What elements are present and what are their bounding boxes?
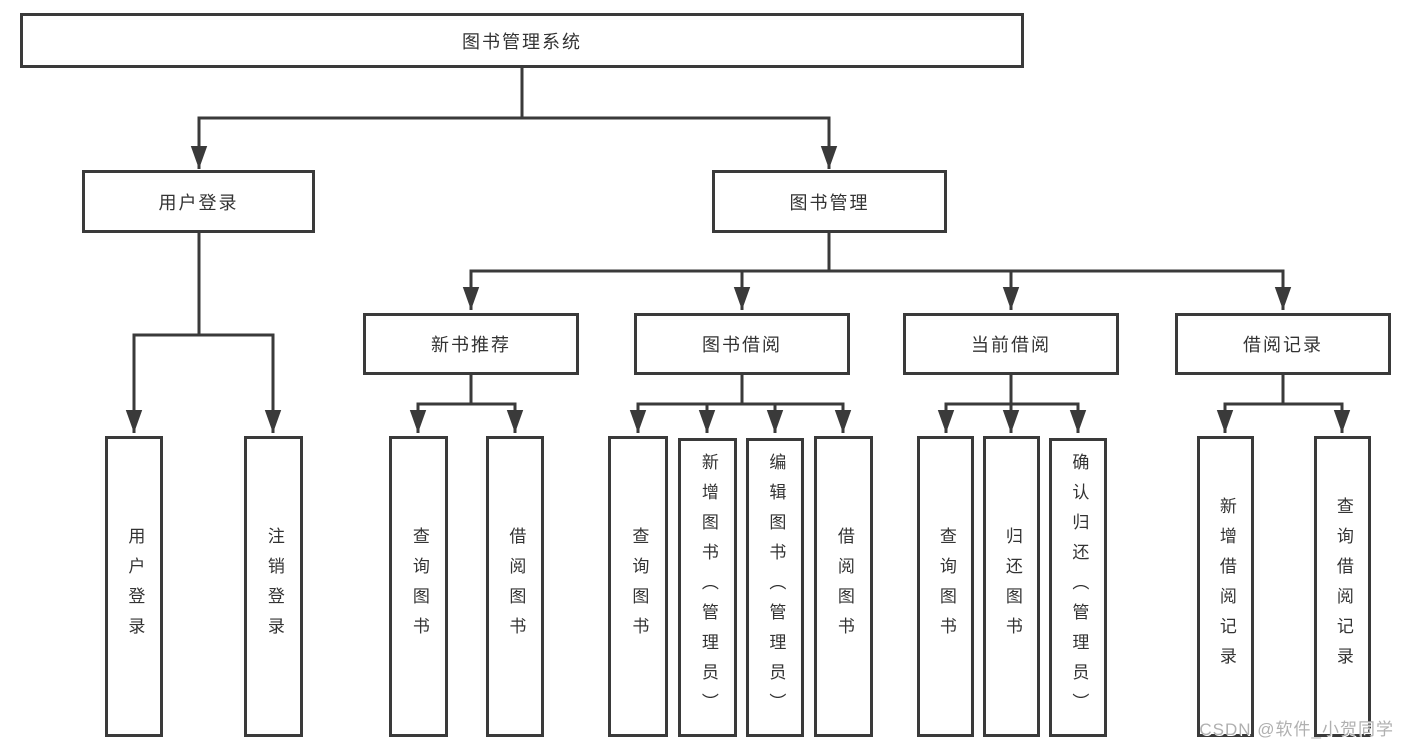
leaf-borrow-add-books-admin: 新增图书（管理员） bbox=[678, 438, 737, 737]
node-label: 图书管理 bbox=[789, 192, 870, 213]
leaf-label: 查询图书 bbox=[936, 526, 956, 647]
leaf-records-add-record: 新增借阅记录 bbox=[1197, 436, 1254, 737]
leaf-current-confirm-return-admin: 确认归还（管理员） bbox=[1049, 438, 1107, 737]
node-book-management-branch: 图书管理 bbox=[712, 170, 947, 233]
leaf-label: 查询图书 bbox=[629, 526, 649, 647]
leaf-label: 借阅图书 bbox=[834, 526, 854, 647]
node-label: 当前借阅 bbox=[971, 335, 1051, 355]
leaf-current-return-books: 归还图书 bbox=[983, 436, 1040, 737]
node-book-borrow: 图书借阅 bbox=[634, 313, 850, 375]
leaf-borrow-edit-books-admin: 编辑图书（管理员） bbox=[746, 438, 804, 737]
leaf-label: 查询借阅记录 bbox=[1333, 496, 1353, 677]
leaf-borrow-borrow-books: 借阅图书 bbox=[814, 436, 873, 737]
node-label: 图书借阅 bbox=[702, 335, 782, 355]
leaf-label: 新增借阅记录 bbox=[1216, 496, 1236, 677]
leaf-label: 新增图书（管理员） bbox=[698, 452, 718, 723]
leaf-current-query-books: 查询图书 bbox=[917, 436, 974, 737]
leaf-label: 归还图书 bbox=[1002, 526, 1022, 647]
node-label: 借阅记录 bbox=[1243, 335, 1323, 355]
leaf-label: 注销登录 bbox=[264, 526, 284, 647]
leaf-label: 编辑图书（管理员） bbox=[766, 452, 786, 723]
csdn-watermark: CSDN @软件_小贺同学 bbox=[1199, 720, 1394, 739]
leaf-records-query-record: 查询借阅记录 bbox=[1314, 436, 1371, 737]
node-current-borrow: 当前借阅 bbox=[903, 313, 1119, 375]
leaf-borrow-query-books: 查询图书 bbox=[608, 436, 668, 737]
node-new-book-recommend: 新书推荐 bbox=[363, 313, 579, 375]
node-label: 用户登录 bbox=[158, 192, 239, 213]
node-user-login-branch: 用户登录 bbox=[82, 170, 315, 233]
node-label: 图书管理系统 bbox=[462, 31, 582, 52]
leaf-recommend-borrow-books: 借阅图书 bbox=[486, 436, 544, 737]
node-borrow-records: 借阅记录 bbox=[1175, 313, 1391, 375]
leaf-label: 借阅图书 bbox=[506, 526, 526, 647]
node-system-root: 图书管理系统 bbox=[20, 13, 1024, 68]
node-label: 新书推荐 bbox=[431, 335, 511, 355]
leaf-logout: 注销登录 bbox=[244, 436, 303, 737]
leaf-label: 用户登录 bbox=[125, 526, 145, 647]
leaf-user-login: 用户登录 bbox=[105, 436, 163, 737]
leaf-label: 确认归还（管理员） bbox=[1069, 452, 1089, 723]
leaf-recommend-query-books: 查询图书 bbox=[389, 436, 448, 737]
leaf-label: 查询图书 bbox=[409, 526, 429, 647]
